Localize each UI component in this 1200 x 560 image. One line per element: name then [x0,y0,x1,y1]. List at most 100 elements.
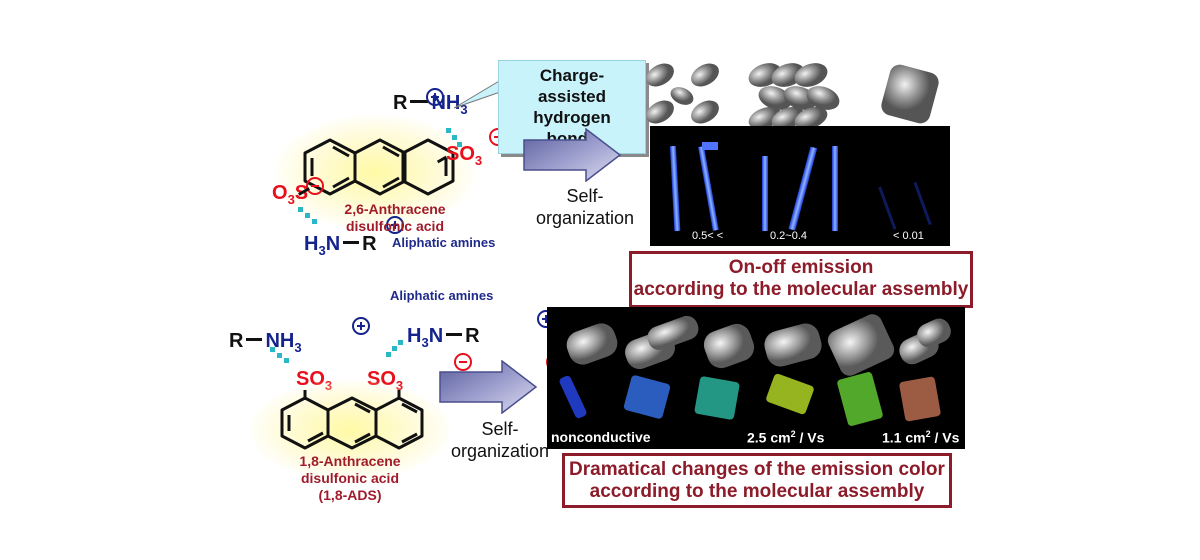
aliphatic-amines-label-top: Aliphatic amines [392,235,496,250]
bond [410,100,429,103]
r-group: R [393,92,408,114]
crystal-sample [766,373,814,415]
mobility-unit: / Vs [795,429,825,446]
anthracene-18-structure [280,390,424,450]
molecule-model [881,64,939,124]
molecule-model [647,315,699,351]
subscript: 3 [421,335,429,350]
molecule-label-26: 2,6-Anthracene disulfonic acid [340,201,450,235]
plus-charge-icon [386,216,405,234]
result-line: Dramatical changes of the emission color [569,459,945,480]
label-line: 2,6-Anthracene [344,201,446,217]
hbond-dot [392,346,397,351]
arrow-right-icon [439,360,538,414]
subscript: 3 [474,153,483,168]
crystal-sample [623,375,671,419]
molecule-model [827,314,895,376]
molecule-model [646,100,674,124]
mobility-unit: / Vs [930,429,960,446]
hbond-dot [452,135,457,140]
quantum-yield-label: < 0.01 [893,230,924,242]
molecule-model [794,63,828,87]
sample-group-2 [762,146,838,231]
nitrogen: N [325,233,341,255]
conductivity-label-left: nonconductive [551,429,651,445]
molecule-label-18: 1,8-Anthracene disulfonic acid (1,8-ADS) [280,453,420,504]
packing-models-top [646,63,939,130]
oxygen: O [272,182,288,204]
hbond-dot [386,352,391,357]
self-organization-label-bottom: Self- organization [445,418,555,462]
hbond-dot [284,358,289,363]
crystal-sample [559,375,587,419]
molecule-model [566,323,618,365]
molecule-model [806,86,840,110]
result-box-emission-color: Dramatical changes of the emission color… [562,453,952,508]
label-line: Self- [566,186,604,206]
result-line: according to the molecular assembly [589,481,925,502]
molecule-model [917,318,951,348]
hydrogen: H [304,233,319,255]
molecule-model [646,63,674,87]
molecule-model [691,100,719,124]
quantum-yield-label: 0.2~0.4 [770,230,808,242]
hbond-dot [298,207,303,212]
mobility-value: 2.5 cm [747,429,791,446]
superscript: 2 [925,429,931,439]
bond [343,241,360,244]
label-line: disulfonic acid [345,218,444,234]
r-group: R [362,233,377,255]
sample-group-3 [878,181,932,230]
glow-top [275,115,475,230]
molecule-model [764,323,822,367]
label-line: organization [450,441,550,461]
subscript: 3 [318,243,326,258]
plus-charge-icon [426,88,444,106]
molecule-model [691,63,719,87]
minus-charge-icon [305,177,324,195]
emission-photo-top: 0.5< < 0.2~0.4 < 0.01 [650,126,950,246]
sulfonate-right: SO3 [446,143,482,168]
hbond-dot [457,142,462,147]
subscript: 3 [395,378,404,393]
crystal-panel [559,314,951,426]
r-group: R [229,330,244,352]
bond [446,333,463,336]
self-organization-label-top: Self- organization [530,185,640,229]
mobility-label-mid: 2.5 cm2 / Vs [747,429,824,446]
subscript: 3 [287,192,295,207]
subscript: 3 [460,102,468,117]
bond [246,338,263,341]
mobility-value: 1.1 cm [882,429,926,446]
crystal-sample [694,376,740,420]
ammonium: NH [265,330,295,352]
hydrogen: H [407,325,422,347]
mobility-label-right: 1.1 cm2 / Vs [882,429,959,446]
label-line: (1,8-ADS) [318,487,382,503]
nitrogen: N [428,325,444,347]
result-line: according to the molecular assembly [633,279,969,300]
molecule-model [794,106,828,130]
arrow-right-icon [523,128,622,182]
molecule-model [758,86,792,110]
hbond-dot [305,213,310,218]
hbond-dot [270,347,275,352]
anthracene-26-structure [303,138,455,196]
label-line: organization [535,208,635,228]
label-line: 1,8-Anthracene [299,453,401,469]
hbond-dot [446,128,451,133]
minus-charge-icon [453,353,472,371]
crystal-sample [837,372,883,426]
crystal-sample [899,376,941,422]
label-line: Self- [481,419,519,439]
hbond-dot [277,353,282,358]
callout-hydrogen-bonds: Charge-assisted hydrogen bonds [498,60,646,154]
superscript: 2 [790,429,796,439]
plus-charge-icon [351,317,370,335]
result-line: On-off emission [728,257,874,278]
label-line: disulfonic acid [300,470,399,486]
so3: SO [446,143,475,165]
molecule-model [703,323,755,369]
